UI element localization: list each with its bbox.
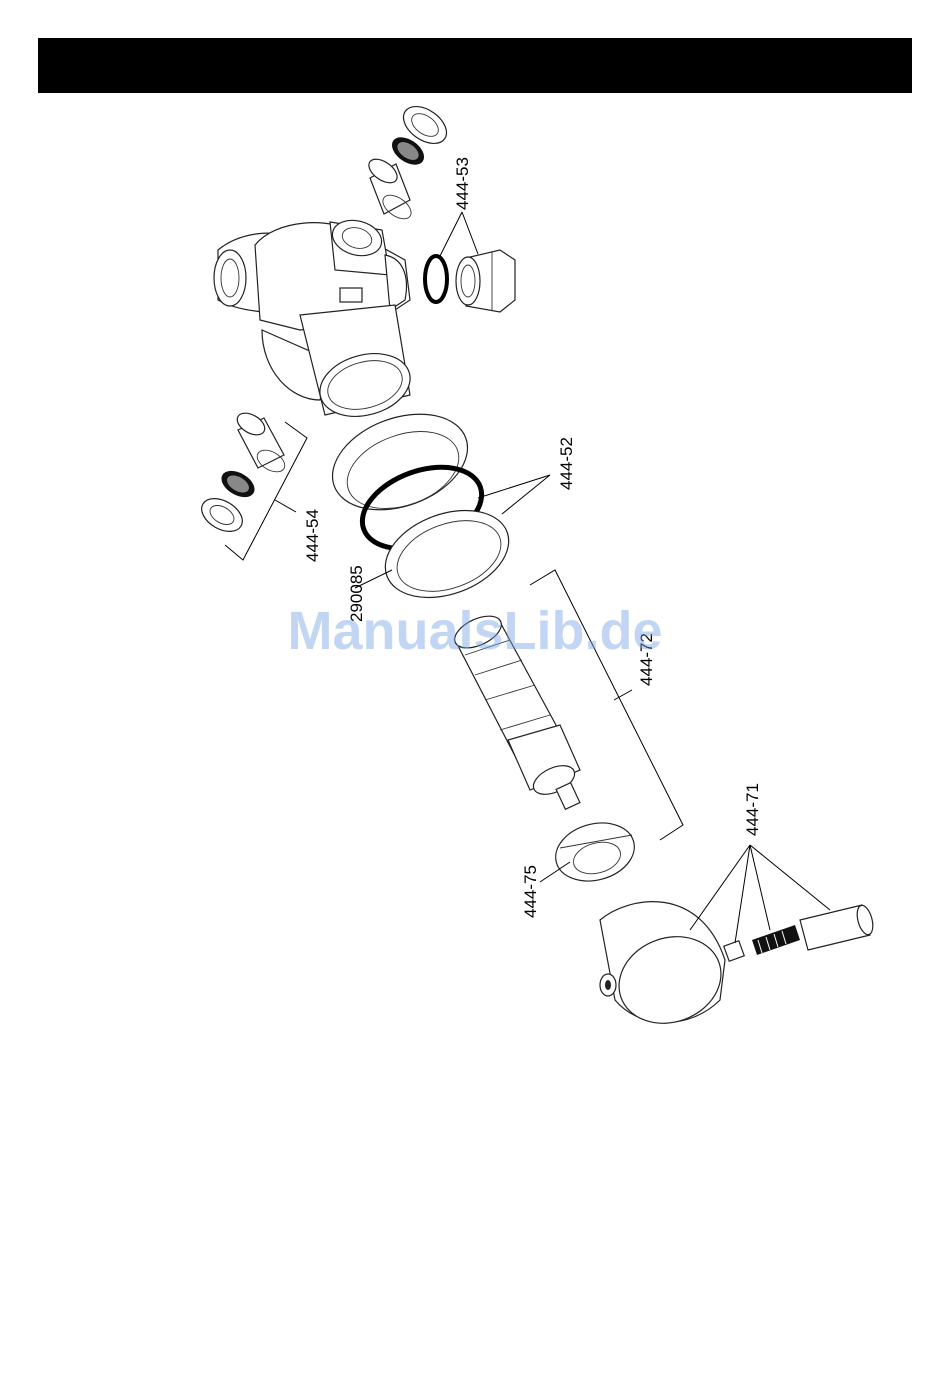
label-444-71: 444-71 [743, 783, 762, 836]
nut-444-54 [196, 492, 248, 538]
label-444-53: 444-53 [453, 157, 472, 210]
label-444-52: 444-52 [557, 437, 576, 490]
screen-444-54 [217, 465, 259, 502]
bonnet-nut-444-75 [549, 815, 641, 890]
handle-444-71 [600, 902, 733, 1038]
set-screw-cap-444-71 [724, 941, 745, 962]
leader-444-53 [440, 212, 478, 256]
lever-444-71 [800, 904, 876, 950]
label-290085: 290085 [347, 565, 366, 622]
label-444-75: 444-75 [521, 865, 540, 918]
valve-body [214, 215, 417, 426]
cartridge-444-72 [450, 610, 580, 810]
ring-290085 [373, 495, 521, 614]
top-inlet-seat [365, 154, 416, 223]
plug-444-53 [456, 250, 515, 312]
leader-444-52 [478, 475, 550, 514]
check-valve-444-54 [234, 409, 289, 477]
bracket-444-72 [530, 570, 683, 840]
sleeve-444-52 [319, 397, 481, 528]
label-444-72: 444-72 [637, 633, 656, 686]
set-screw-444-71 [752, 925, 800, 955]
o-ring-444-53 [425, 256, 447, 302]
label-444-54: 444-54 [303, 509, 322, 562]
